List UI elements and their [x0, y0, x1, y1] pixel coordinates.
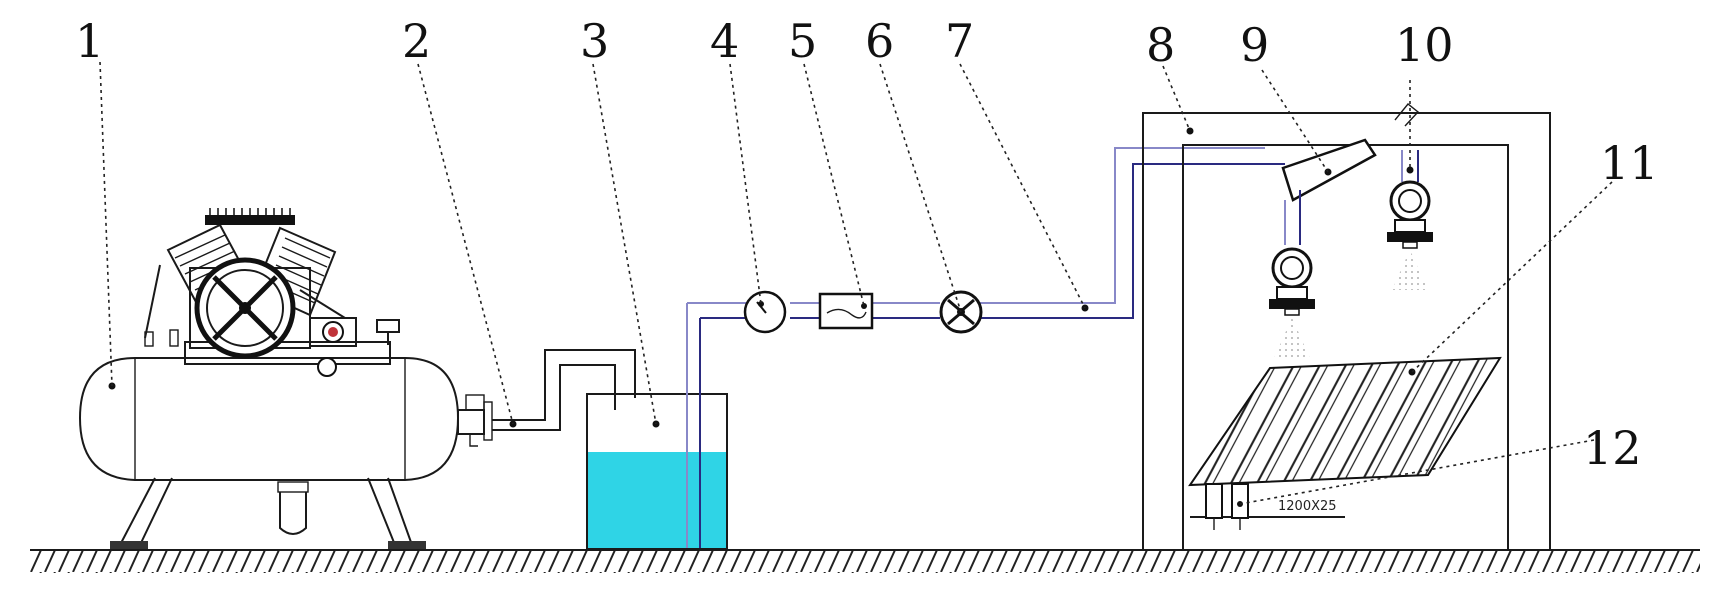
label-3: 3	[580, 14, 610, 68]
label-6: 6	[865, 14, 895, 68]
supply-pipeline	[687, 147, 1285, 319]
label-12: 12	[1583, 421, 1642, 475]
panel-support: 1200X25	[1190, 483, 1345, 530]
leader-lines	[99, 61, 1613, 505]
label-7: 7	[945, 14, 975, 68]
water-tank	[586, 303, 728, 550]
label-5: 5	[788, 14, 818, 68]
label-4: 4	[710, 14, 740, 68]
nozzle-holder	[1281, 103, 1420, 245]
air-hose	[492, 349, 636, 431]
label-1: 1	[75, 14, 105, 68]
label-9: 9	[1240, 18, 1270, 72]
label-8: 8	[1146, 18, 1176, 72]
scale-label: 1200X25	[1278, 499, 1337, 514]
ground	[30, 549, 1700, 573]
air-compressor	[78, 208, 493, 549]
label-2: 2	[402, 14, 432, 68]
label-10: 10	[1395, 18, 1454, 72]
label-11: 11	[1600, 136, 1659, 190]
nozzle-upper	[1387, 150, 1433, 290]
pressure-gauge	[743, 290, 787, 334]
flow-meter	[818, 292, 874, 330]
nozzle-lower	[1269, 247, 1315, 358]
